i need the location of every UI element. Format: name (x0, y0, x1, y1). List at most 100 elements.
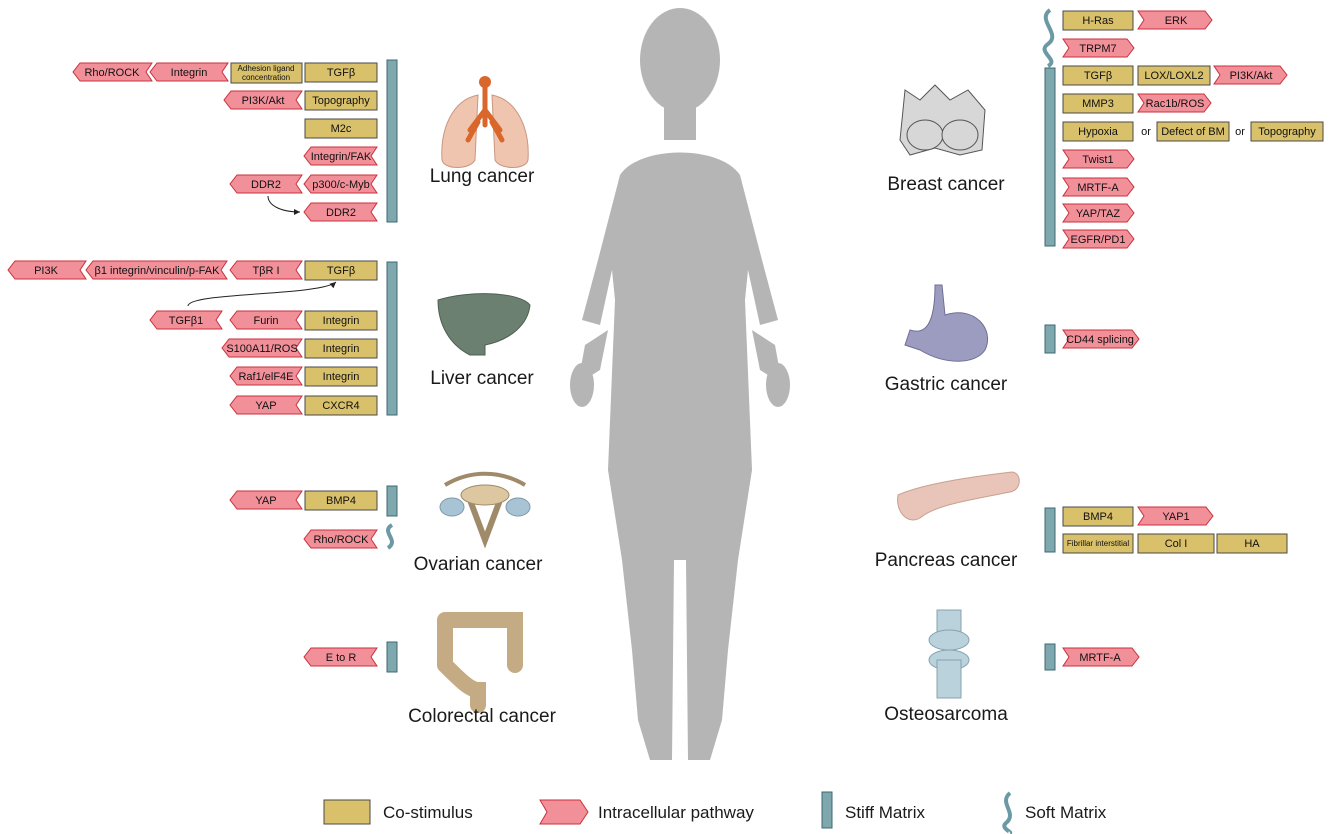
human-body-silhouette (570, 8, 790, 760)
costim-label: TGFβ (327, 265, 355, 277)
colorectal-stiff-matrix-bar (387, 642, 397, 672)
costim-label: Integrin (323, 343, 360, 355)
ovarian-pathways: YAP BMP4 Rho/ROCK (230, 491, 377, 548)
breast-cancer-label: Breast cancer (887, 174, 1005, 195)
legend-pathway-label: Intracellular pathway (598, 803, 754, 822)
gastric-stiff-matrix-bar (1045, 325, 1055, 353)
pathway-label: DDR2 (251, 179, 281, 191)
legend-pathway-swatch (540, 800, 588, 824)
osteo-pathways: MRTF-A (1063, 648, 1139, 666)
legend: Co-stimulus Intracellular pathway Stiff … (324, 792, 1107, 833)
liver-pathways: PI3K β1 integrin/vinculin/p-FAK TβR I TG… (8, 261, 377, 415)
costim-label: LOX/LOXL2 (1144, 70, 1203, 82)
pathway-label: YAP1 (1162, 511, 1189, 523)
pathway-label: TGFβ1 (169, 315, 203, 327)
ovarian-stiff-matrix-bar (387, 486, 397, 516)
lung-pathways: Rho/ROCK Integrin Adhesion ligand concen… (73, 63, 377, 221)
ovary-illustration (440, 474, 530, 540)
pathway-label: Rac1b/ROS (1146, 98, 1205, 110)
colon-illustration (445, 620, 515, 705)
liver-stiff-matrix-bar (387, 262, 397, 415)
legend-soft-swatch (1004, 793, 1010, 833)
legend-costim-label: Co-stimulus (383, 803, 473, 822)
legend-soft-label: Soft Matrix (1025, 803, 1107, 822)
pathway-label: YAP (255, 400, 276, 412)
pancreas-pathways: BMP4 YAP1 Fibrillar interstitial Col I H… (1063, 507, 1287, 553)
pathway-label: PI3K (34, 265, 59, 277)
pathway-label: EGFR/PD1 (1070, 234, 1125, 246)
gastric-pathways: CD44 splicing (1063, 330, 1139, 348)
costim-label: concentration (242, 73, 290, 82)
pathway-label: p300/c-Myb (312, 179, 369, 191)
pathway-label: PI3K/Akt (1230, 70, 1273, 82)
tgfb1-arrow (188, 282, 336, 306)
colorectal-cancer-label: Colorectal cancer (408, 706, 557, 727)
ovarian-cancer-label: Ovarian cancer (414, 554, 544, 575)
costim-label: Integrin (323, 315, 360, 327)
costim-label: M2c (331, 123, 352, 135)
pancreas-cancer-label: Pancreas cancer (875, 550, 1018, 571)
costim-label: Defect of BM (1161, 126, 1225, 138)
pathway-label: MRTF-A (1077, 182, 1119, 194)
colorectal-pathways: E to R (304, 648, 377, 666)
pathway-label: S100A11/ROS (226, 343, 297, 355)
pathway-label: DDR2 (326, 207, 356, 219)
costim-label: HA (1244, 538, 1260, 550)
pathway-label: PI3K/Akt (242, 95, 285, 107)
costim-label: Integrin (323, 371, 360, 383)
pathway-label: Raf1/elF4E (238, 371, 293, 383)
lung-cancer-label: Lung cancer (430, 166, 535, 187)
pathway-label: ERK (1165, 15, 1188, 27)
ovarian-soft-matrix-wave (388, 525, 392, 548)
pathway-label: Rho/ROCK (84, 67, 140, 79)
pathway-label: β1 integrin/vinculin/p-FAK (95, 265, 221, 277)
costim-label: BMP4 (1083, 511, 1113, 523)
costim-label: TGFβ (1084, 70, 1112, 82)
costim-label: Hypoxia (1078, 126, 1119, 138)
costim-label: BMP4 (326, 495, 356, 507)
pathway-label: YAP (255, 495, 276, 507)
costim-label: CXCR4 (322, 400, 359, 412)
pathway-label: TRPM7 (1079, 43, 1116, 55)
costim-label: TGFβ (327, 67, 355, 79)
osteosarcoma-label: Osteosarcoma (884, 704, 1008, 725)
pathway-label: MRTF-A (1079, 652, 1121, 664)
breast-stiff-matrix-bar (1045, 68, 1055, 246)
legend-stiff-swatch (822, 792, 832, 828)
costim-label: Fibrillar interstitial (1067, 539, 1129, 548)
pathway-label: Twist1 (1082, 154, 1113, 166)
ddr2-arrow (268, 196, 300, 212)
costim-label: Adhesion ligand (238, 64, 295, 73)
liver-illustration (438, 294, 530, 355)
pathway-label: YAP/TAZ (1076, 208, 1120, 220)
lung-stiff-matrix-bar (387, 60, 397, 222)
pathway-label: CD44 splicing (1066, 334, 1134, 346)
pathway-label: E to R (326, 652, 357, 664)
costim-label: Topography (1258, 126, 1316, 138)
or-connector: or (1235, 126, 1245, 138)
costim-label: Col I (1165, 538, 1188, 550)
stomach-illustration (905, 285, 988, 361)
pathway-label: TβR I (252, 265, 279, 277)
costim-label: Topography (312, 95, 370, 107)
pathway-label: Furin (253, 315, 278, 327)
costim-label: MMP3 (1082, 98, 1114, 110)
legend-costim-swatch (324, 800, 370, 824)
legend-stiff-label: Stiff Matrix (845, 803, 925, 822)
pancreas-illustration (898, 472, 1020, 520)
pathway-label: Rho/ROCK (313, 534, 369, 546)
breast-illustration (900, 85, 985, 155)
pathway-label: Integrin/FAK (311, 151, 372, 163)
pathway-label: Integrin (171, 67, 208, 79)
breast-soft-matrix-wave (1045, 10, 1053, 66)
breast-pathways: H-Ras ERK TRPM7 TGFβ LOX/LOXL2 PI3K/Akt … (1063, 11, 1323, 248)
or-connector: or (1141, 126, 1151, 138)
costim-label: H-Ras (1082, 15, 1114, 27)
gastric-cancer-label: Gastric cancer (885, 374, 1008, 395)
liver-cancer-label: Liver cancer (430, 368, 534, 389)
osteo-stiff-matrix-bar (1045, 644, 1055, 670)
lung-illustration (442, 76, 528, 168)
bone-joint-illustration (929, 610, 969, 698)
pancreas-stiff-matrix-bar (1045, 508, 1055, 552)
